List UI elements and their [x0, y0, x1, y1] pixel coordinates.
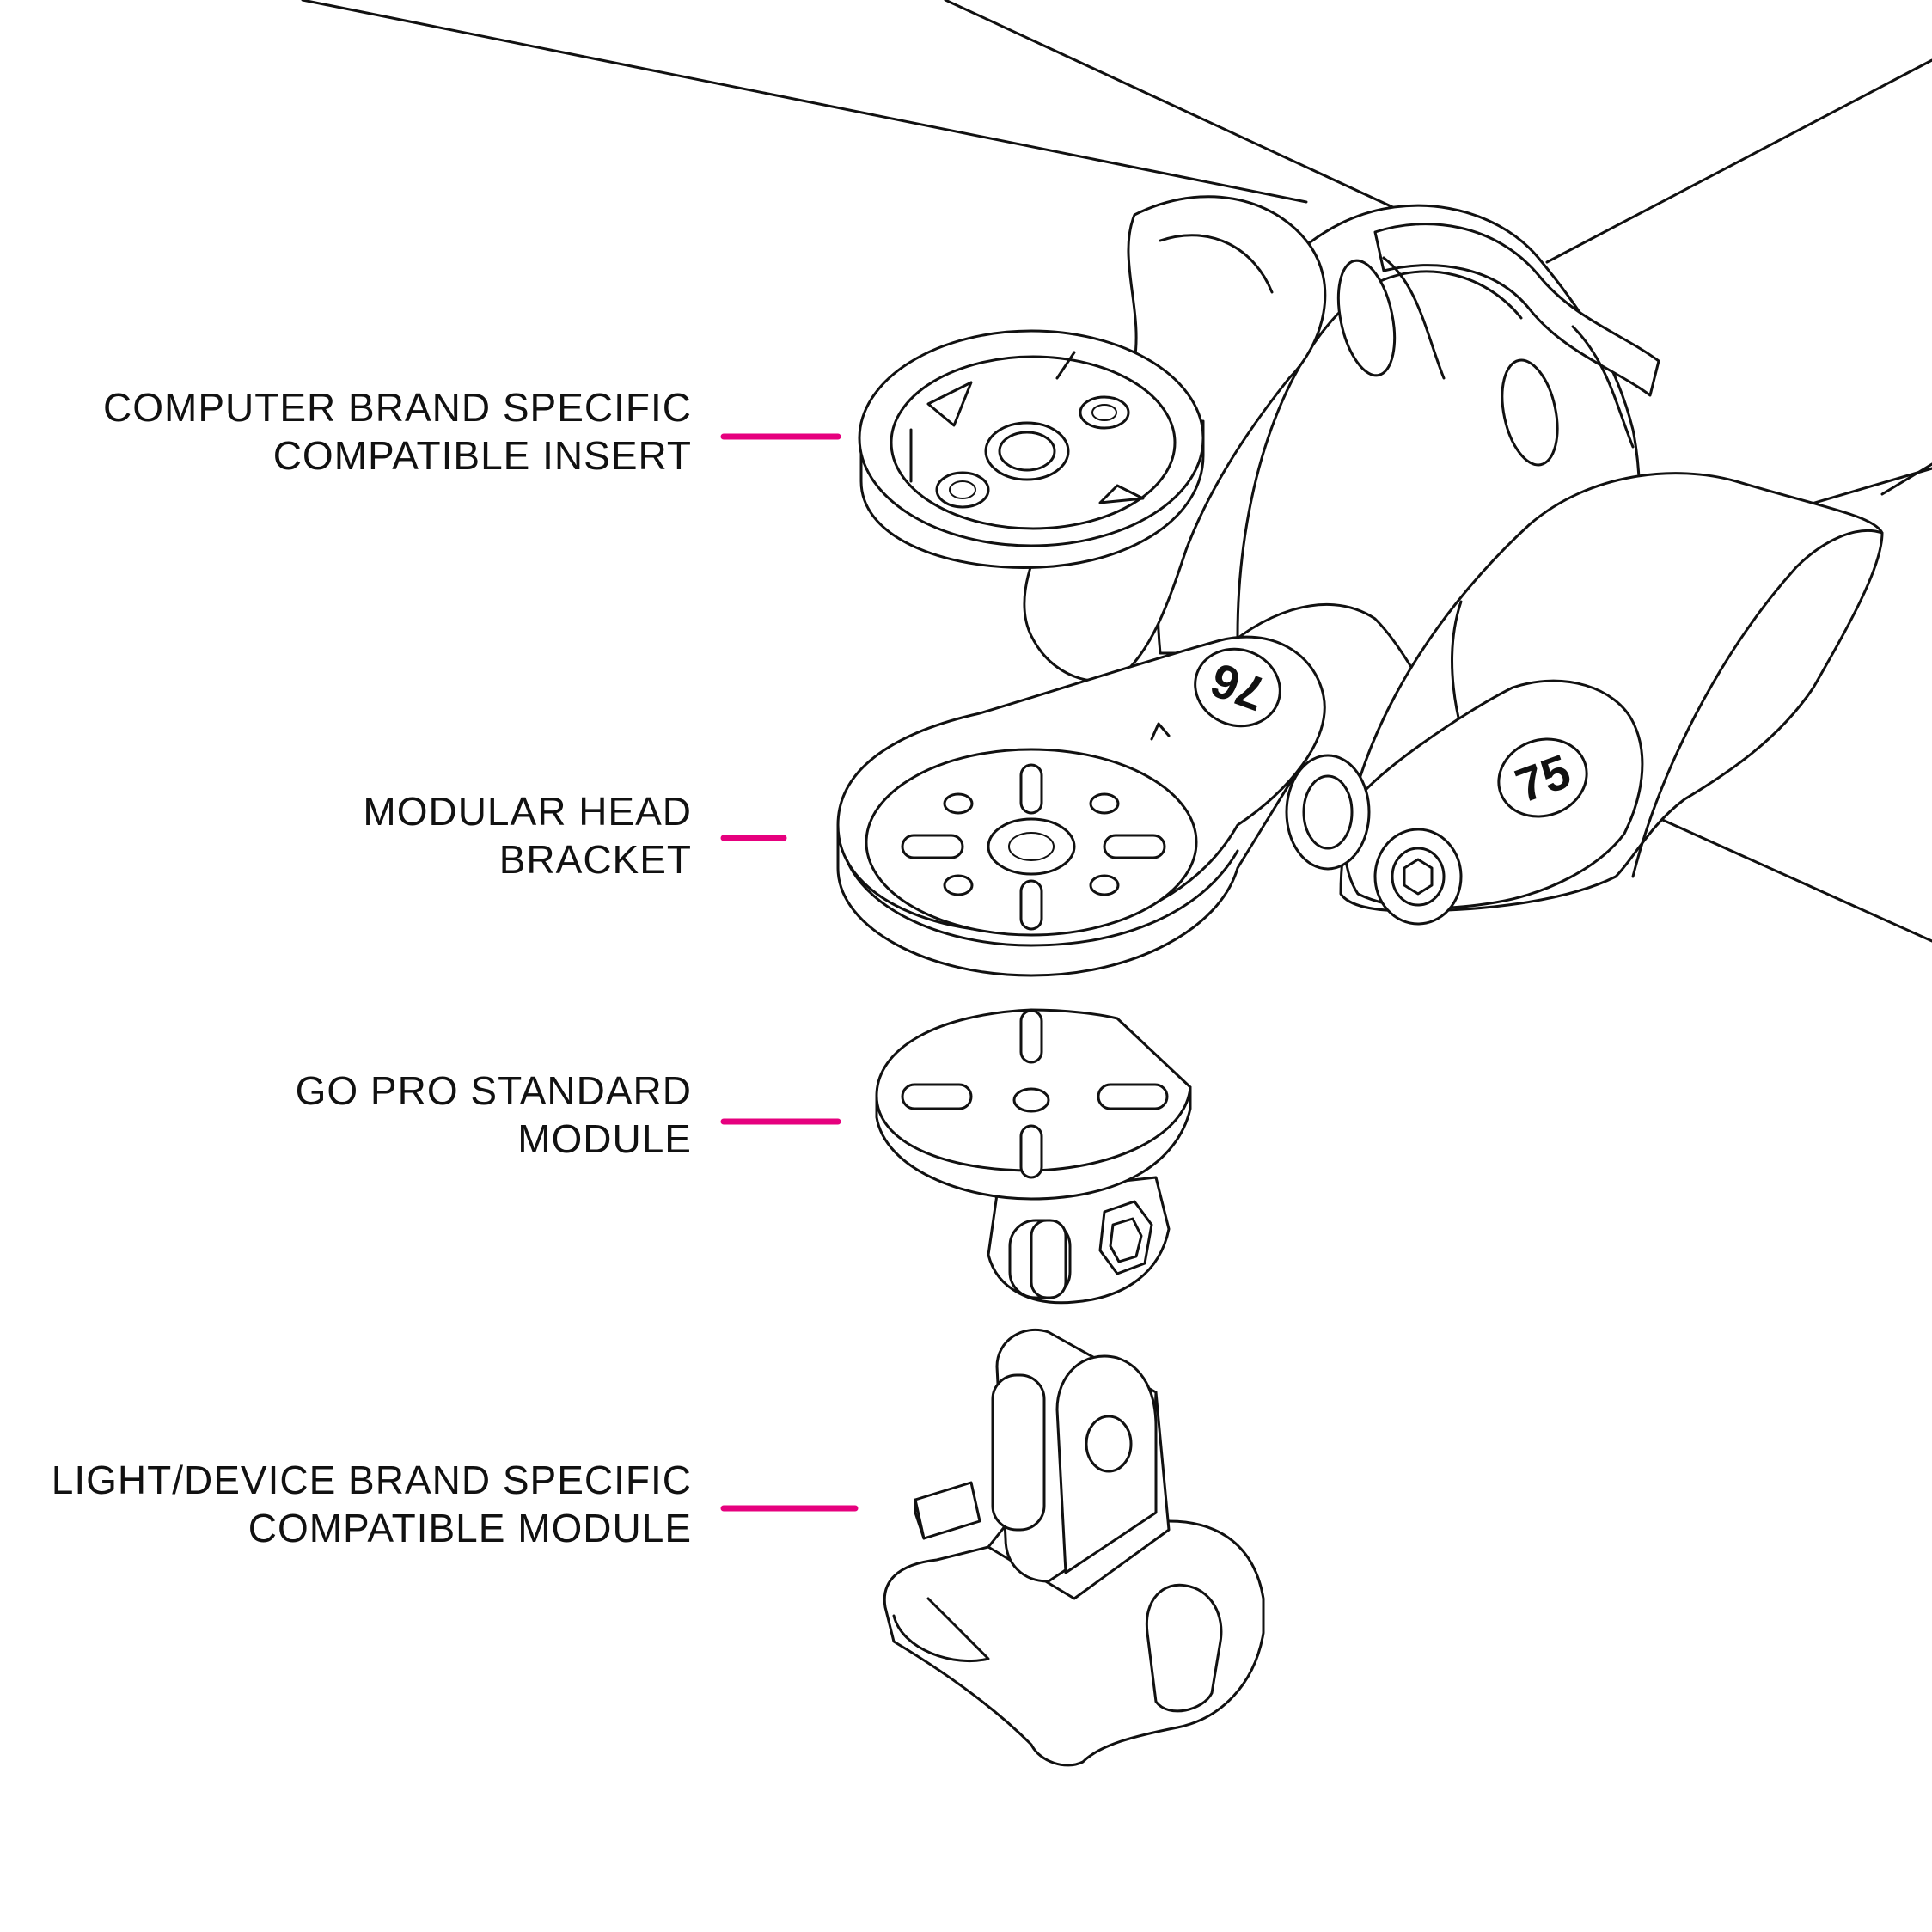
label-light-line2: COMPATIBLE MODULE	[248, 1506, 692, 1550]
label-light-line1: LIGHT/DEVICE BRAND SPECIFIC	[52, 1458, 692, 1502]
label-gopro-line2: MODULE	[517, 1116, 692, 1161]
label-head-line2: BRACKET	[499, 837, 692, 882]
gopro-module-icon	[875, 1008, 1192, 1305]
label-insert: COMPUTER BRAND SPECIFIC COMPATIBLE INSER…	[103, 385, 841, 478]
label-insert-line2: COMPATIBLE INSERT	[273, 433, 692, 478]
light-module-icon	[883, 1328, 1265, 1767]
label-head: MODULAR HEAD BRACKET	[363, 789, 787, 882]
label-insert-line1: COMPUTER BRAND SPECIFIC	[103, 385, 692, 430]
label-light: LIGHT/DEVICE BRAND SPECIFIC COMPATIBLE M…	[52, 1458, 859, 1550]
computer-insert-icon	[858, 329, 1205, 569]
head-bracket-icon: 76	[836, 635, 1371, 977]
label-gopro: GO PRO STANDARD MODULE	[296, 1068, 841, 1161]
label-gopro-line1: GO PRO STANDARD	[296, 1068, 692, 1113]
label-head-line1: MODULAR HEAD	[363, 789, 692, 834]
